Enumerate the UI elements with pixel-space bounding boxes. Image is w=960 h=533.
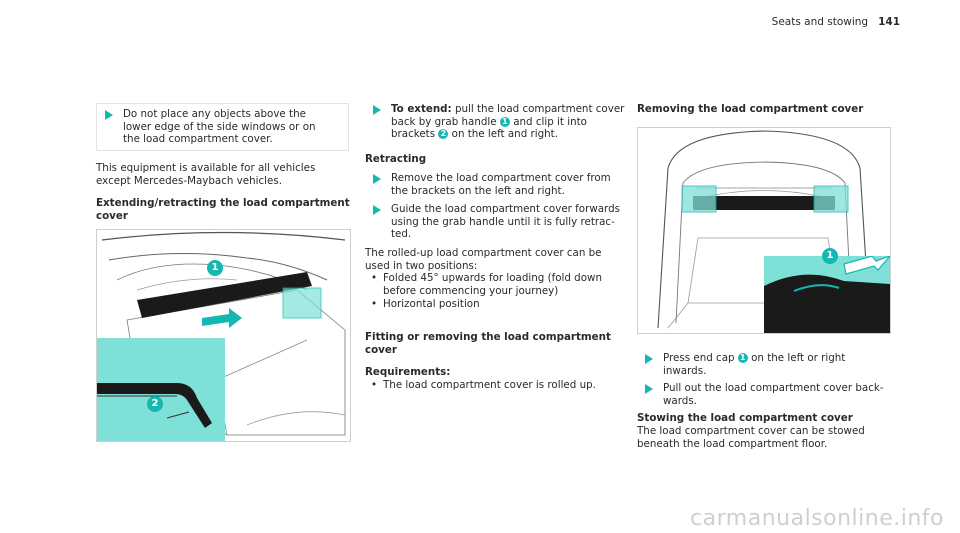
trunk-illustration-extend: 1 2 (96, 229, 351, 442)
end-cap-detail-drawing (764, 255, 890, 333)
text-line: inwards. (663, 364, 707, 377)
bullet-item: Folded 45° upwards for loading (fold dow… (371, 272, 602, 297)
step-arrow-icon (105, 110, 113, 120)
text-line: The load compartment cover can be stowed (637, 425, 865, 437)
text-line: back by grab handle (391, 115, 497, 128)
step-arrow-icon (373, 174, 381, 184)
text-line: ted. (391, 228, 412, 240)
requirements-heading: Requirements: (365, 366, 451, 378)
bullet-item: The load compartment cover is rolled up. (371, 379, 596, 392)
heading-line: cover (96, 209, 128, 222)
text-line: Do not place any objects above the (123, 108, 306, 120)
watermark: carmanualsonline.info (690, 505, 944, 531)
text-line: Pull out the load compartment cover back… (663, 382, 884, 394)
text-line: wards. (663, 394, 697, 407)
detail-inset (97, 338, 225, 441)
guide-step: Guide the load compartment cover forward… (365, 203, 631, 241)
page-number: 141 (878, 16, 900, 28)
text-line: the load compartment cover. (123, 133, 273, 145)
callout-2-marker: 2 (147, 396, 163, 412)
text-line: used in two positions: (365, 259, 478, 272)
remove-step: Remove the load compartment cover from t… (365, 172, 631, 197)
section-title: Seats and stowing (771, 16, 869, 28)
pull-step: Pull out the load compartment cover back… (637, 382, 903, 407)
text-line: and clip it into (513, 115, 587, 128)
text-line: on the left or right (751, 352, 846, 364)
bracket-detail-drawing (97, 383, 212, 428)
callout-1-badge: 1 (499, 116, 510, 127)
stowing-paragraph: The load compartment cover can be stowed… (637, 425, 865, 450)
text-line: pull the load compartment cover (454, 103, 625, 115)
text-line: Press end cap (663, 352, 735, 364)
callout-1-badge: 1 (737, 353, 748, 363)
availability-paragraph: This equipment is available for all vehi… (96, 162, 315, 187)
text-line: Folded 45° upwards for loading (fold dow… (383, 272, 602, 284)
callout-1-marker: 1 (822, 248, 838, 264)
removing-heading: Removing the load compartment cover (637, 103, 864, 115)
text-line: except Mercedes-Maybach vehicles. (96, 174, 282, 187)
callout-2-badge: 2 (438, 129, 449, 139)
text-line: Guide the load compartment cover forward… (391, 203, 621, 215)
bullet-item: Horizontal position (371, 298, 480, 311)
fitting-heading: Fitting or removing the load compartment… (365, 331, 611, 356)
heading-line: Fitting or removing the load compartment (365, 331, 611, 343)
text-line: This equipment is available for all vehi… (96, 162, 316, 174)
press-step: Press end cap 1 on the left or right inw… (637, 352, 903, 377)
text-line: lower edge of the side windows or on (123, 120, 316, 133)
page-header: Seats and stowing 141 (772, 16, 900, 29)
trunk-illustration-remove: 1 (637, 127, 891, 334)
callout-1-marker: 1 (207, 260, 223, 276)
heading-line: cover (365, 343, 397, 356)
text-line: brackets (391, 128, 436, 140)
text-line: The rolled-up load compartment cover can… (365, 247, 602, 259)
step-arrow-icon (373, 105, 381, 115)
step-arrow-icon (645, 354, 653, 364)
positions-paragraph: The rolled-up load compartment cover can… (365, 247, 602, 272)
retracting-heading: Retracting (365, 153, 427, 165)
text-line: the brackets on the left and right. (391, 184, 565, 197)
step-label: To extend: (391, 103, 452, 115)
heading-line: Extending/retracting the load compartmen… (96, 197, 350, 209)
step-arrow-icon (645, 384, 653, 394)
end-cap-inset: 1 (764, 248, 890, 333)
text-line: before commencing your journey) (383, 284, 559, 297)
section-heading: Extending/retracting the load compartmen… (96, 197, 350, 222)
text-line: using the grab handle until it is fully … (391, 215, 615, 228)
stowing-heading: Stowing the load compartment cover (637, 412, 853, 424)
extend-step: To extend: pull the load compartment cov… (365, 103, 631, 141)
text-line: on the left and right. (451, 128, 558, 140)
warning-step: Do not place any objects above the lower… (96, 103, 349, 151)
step-arrow-icon (373, 205, 381, 215)
text-line: Remove the load compartment cover from (391, 172, 611, 184)
text-line: beneath the load compartment floor. (637, 437, 828, 450)
